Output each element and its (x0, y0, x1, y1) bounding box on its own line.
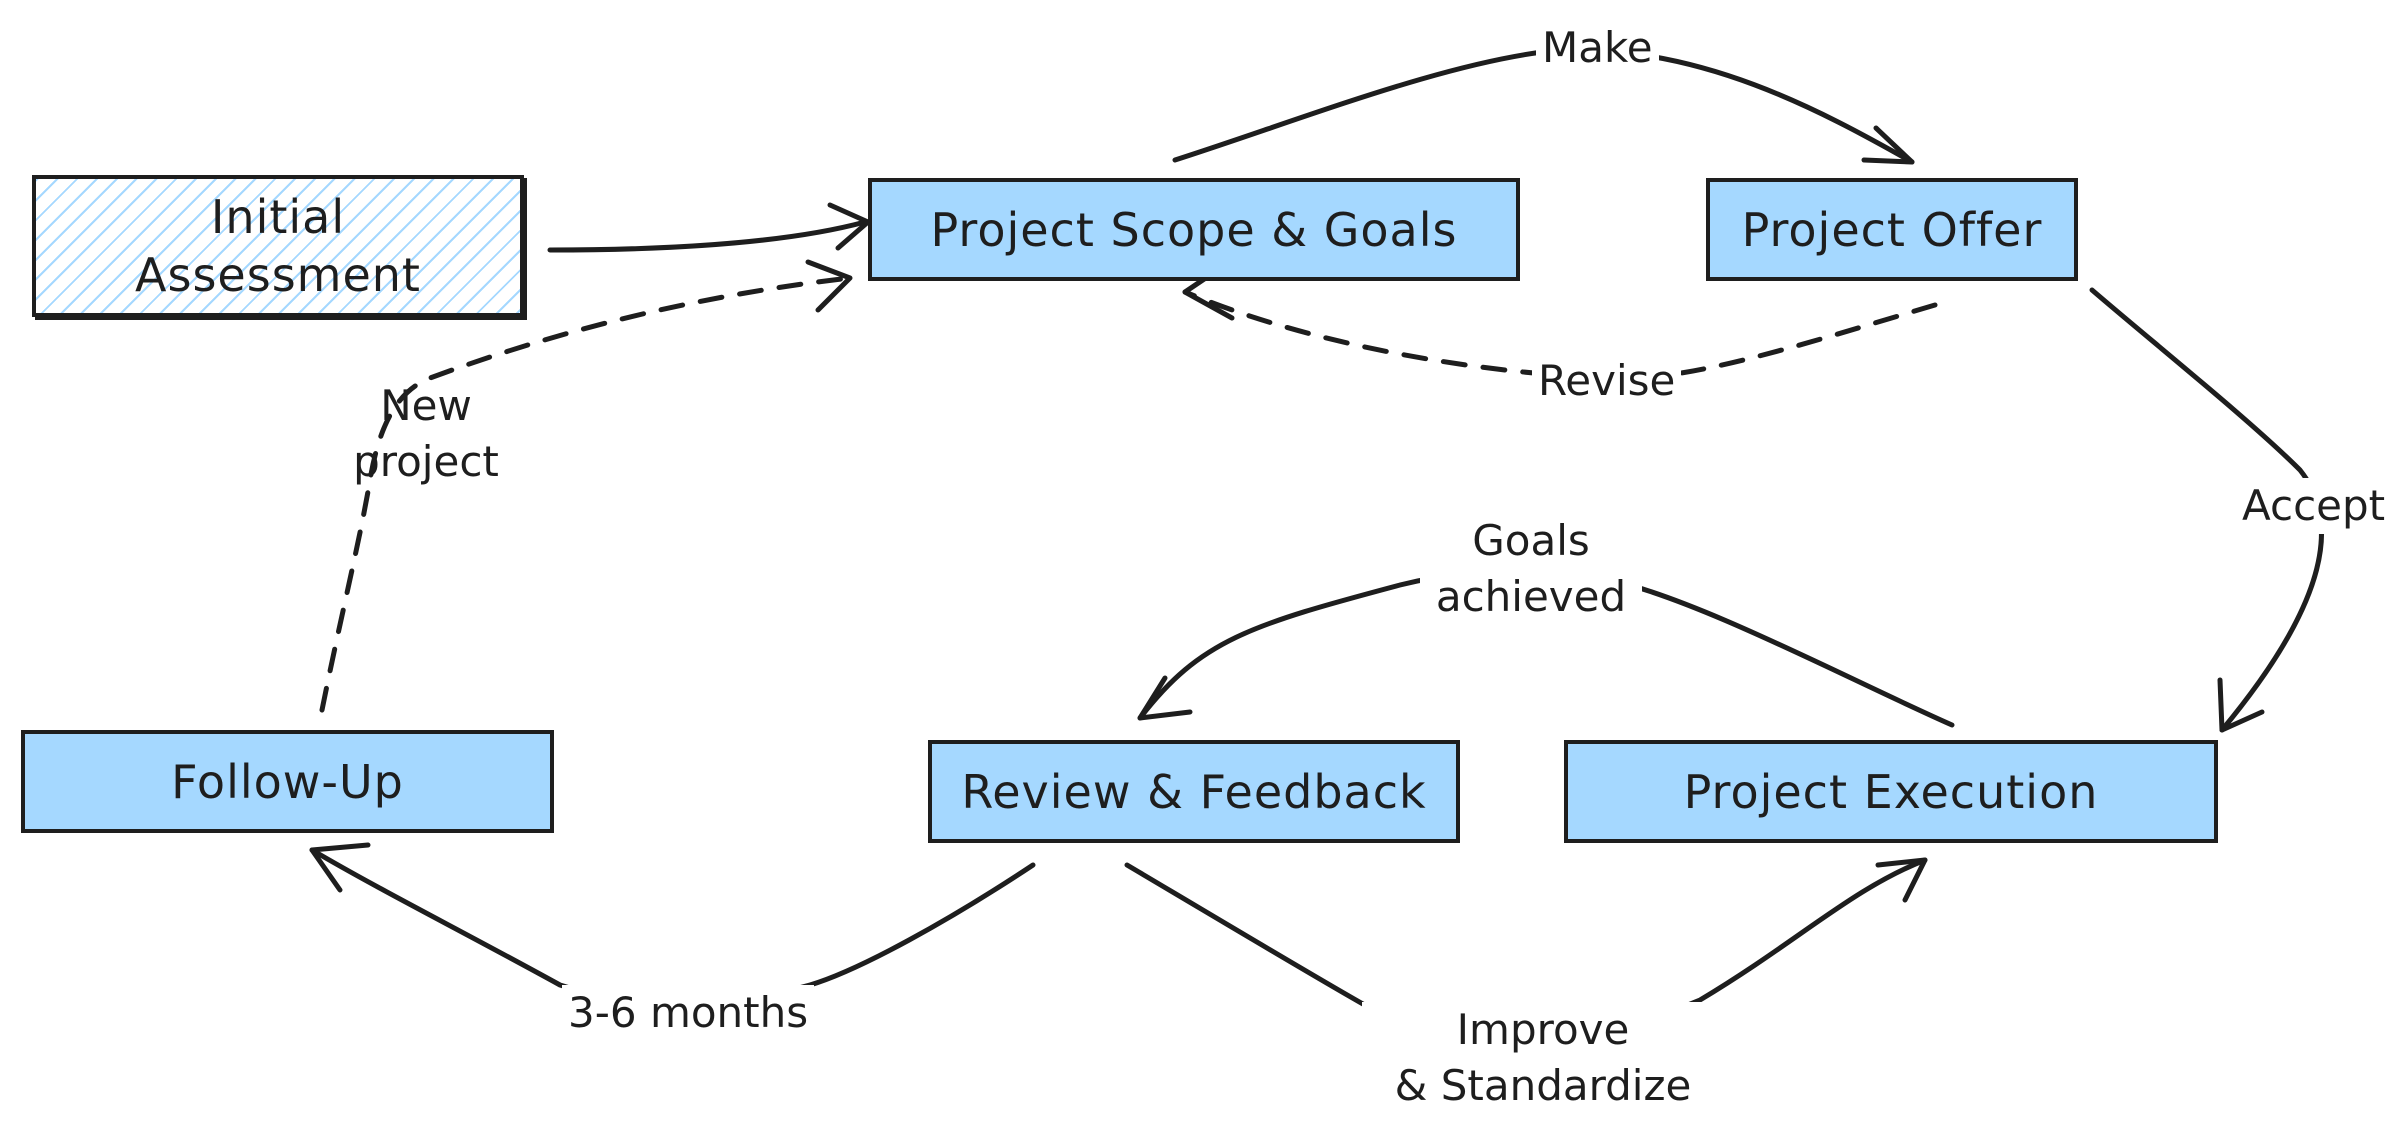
arrowhead-accept (2217, 677, 2265, 733)
arrowhead-new-project (805, 259, 853, 313)
edge-label-revise: Revise (1532, 353, 1682, 409)
node-review-feedback-label: Review & Feedback (961, 764, 1427, 819)
edge-label-accept: Accept (2236, 478, 2392, 534)
edge-label-improve-line2: & Standardize (1394, 1061, 1692, 1110)
edge-initial-to-scope (547, 219, 868, 253)
edge-label-improve-line1: Improve (1456, 1005, 1630, 1054)
node-initial-assessment-line1: Initial (210, 190, 346, 244)
edge-label-make: Make (1536, 20, 1659, 76)
edge-label-goals-achieved-line1: Goals (1472, 516, 1590, 565)
edge-label-three-six-months: 3-6 months (562, 985, 815, 1041)
edge-new-project (319, 275, 853, 713)
arrowhead-goals-achieved (1137, 675, 1193, 721)
edge-label-new-project-line2: project (353, 437, 499, 486)
node-review-feedback[interactable]: Review & Feedback (928, 740, 1460, 843)
edge-label-goals-achieved: Goals achieved (1420, 513, 1642, 625)
node-initial-assessment[interactable]: Initial Assessment (32, 175, 524, 317)
node-project-offer-label: Project Offer (1741, 202, 2043, 257)
node-project-scope-goals[interactable]: Project Scope & Goals (868, 178, 1520, 281)
node-project-execution[interactable]: Project Execution (1564, 740, 2218, 843)
edge-label-improve-standardize: Improve & Standardize (1362, 1002, 1724, 1114)
node-follow-up-label: Follow-Up (171, 754, 404, 809)
node-follow-up[interactable]: Follow-Up (21, 730, 554, 833)
arrowhead-improve-standardize (1875, 857, 1928, 903)
edge-label-new-project: New project (330, 378, 522, 490)
node-initial-assessment-label: Initial Assessment (135, 188, 421, 304)
node-project-scope-goals-label: Project Scope & Goals (930, 202, 1458, 257)
edge-label-new-project-line1: New (380, 381, 472, 430)
arrowhead-make (1861, 125, 1915, 165)
arrowhead-three-six-months (309, 842, 371, 893)
node-project-execution-label: Project Execution (1683, 764, 2099, 819)
node-initial-assessment-line2: Assessment (135, 248, 421, 302)
edge-three-six-months (309, 847, 1036, 1005)
edge-revise (1182, 289, 1938, 382)
edge-label-goals-achieved-line2: achieved (1435, 572, 1627, 621)
node-project-offer[interactable]: Project Offer (1706, 178, 2078, 281)
edge-accept (2089, 287, 2325, 733)
